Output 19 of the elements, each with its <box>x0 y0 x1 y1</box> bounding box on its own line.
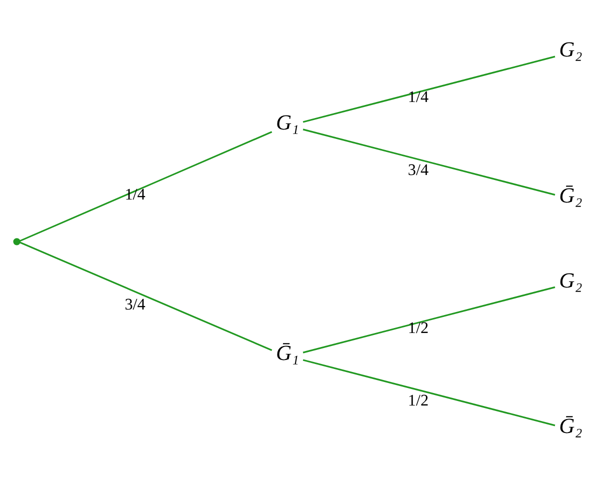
connector <box>20 242 272 351</box>
connector <box>302 128 556 196</box>
node-text: G₂ <box>559 38 582 62</box>
edge-label: 1/4 <box>124 186 146 204</box>
edge-label: 1/2 <box>408 320 429 337</box>
node-text: G₁ <box>276 110 300 134</box>
connector <box>302 56 556 123</box>
edge-label: 3/4 <box>408 162 429 180</box>
edge-label: 3/4 <box>124 296 146 314</box>
edge-label: 1/2 <box>408 392 429 410</box>
connector <box>20 131 272 242</box>
node-text: Ḡ₂ <box>559 414 582 438</box>
edge-label: 1/4 <box>408 89 429 106</box>
connector <box>302 359 556 426</box>
node-text: Ḡ₁ <box>276 341 300 366</box>
connector <box>302 286 556 354</box>
node-point <box>13 238 20 246</box>
node-text: G₂ <box>559 268 582 292</box>
node-text: Ḡ₂ <box>559 183 582 208</box>
